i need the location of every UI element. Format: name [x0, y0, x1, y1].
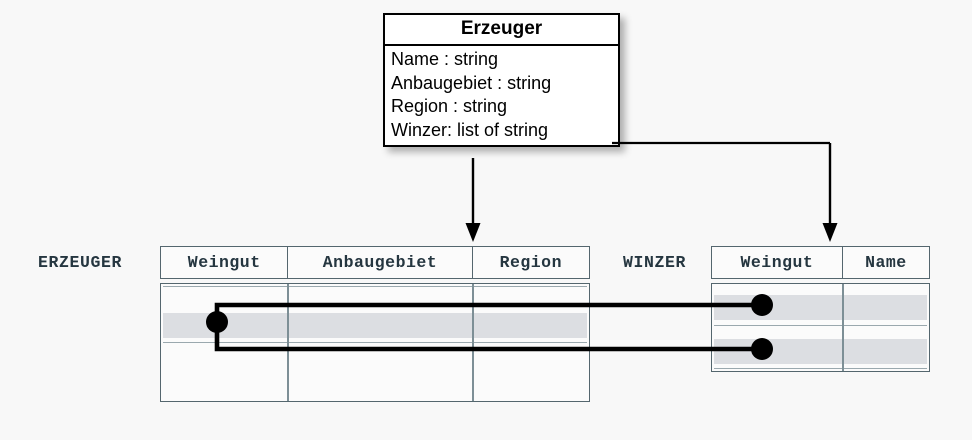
column-header-weingut: Weingut	[740, 253, 814, 272]
table-header-winzer: Weingut Name	[711, 246, 930, 279]
table-label-winzer: WINZER	[623, 253, 687, 272]
column-header-anbaugebiet: Anbaugebiet	[287, 247, 471, 278]
arrow-to-winzer-table	[612, 141, 838, 242]
table-row-highlight	[713, 295, 928, 320]
uml-class-name: Erzeuger	[385, 15, 618, 46]
table-row-highlight	[162, 313, 588, 338]
arrow-to-erzeuger-table	[465, 158, 481, 242]
uml-attribute: Winzer: list of string	[391, 119, 549, 140]
uml-attribute-list: Name : string Anbaugebiet : string Regio…	[385, 46, 618, 145]
table-column-divider	[287, 284, 289, 401]
uml-attribute: Name : string	[391, 48, 499, 69]
uml-attribute: Anbaugebiet : string	[391, 72, 552, 93]
table-row-divider	[713, 325, 928, 327]
column-header-name: Name	[841, 247, 929, 278]
table-label-erzeuger: ERZEUGER	[38, 253, 123, 272]
table-row-divider	[162, 285, 588, 287]
table-row-highlight	[713, 339, 928, 364]
table-row-divider	[162, 342, 588, 344]
column-header-weingut: Weingut	[187, 253, 261, 272]
column-header-region: Region	[471, 247, 589, 278]
uml-class-erzeuger[interactable]: Erzeuger Name : string Anbaugebiet : str…	[383, 13, 620, 148]
table-column-divider	[472, 284, 474, 401]
table-body-erzeuger	[160, 283, 590, 402]
uml-attribute: Region : string	[391, 96, 508, 117]
table-body-winzer	[711, 283, 930, 372]
table-header-erzeuger: Weingut Anbaugebiet Region	[160, 246, 590, 279]
table-column-divider	[842, 284, 844, 371]
table-row-divider	[713, 368, 928, 370]
